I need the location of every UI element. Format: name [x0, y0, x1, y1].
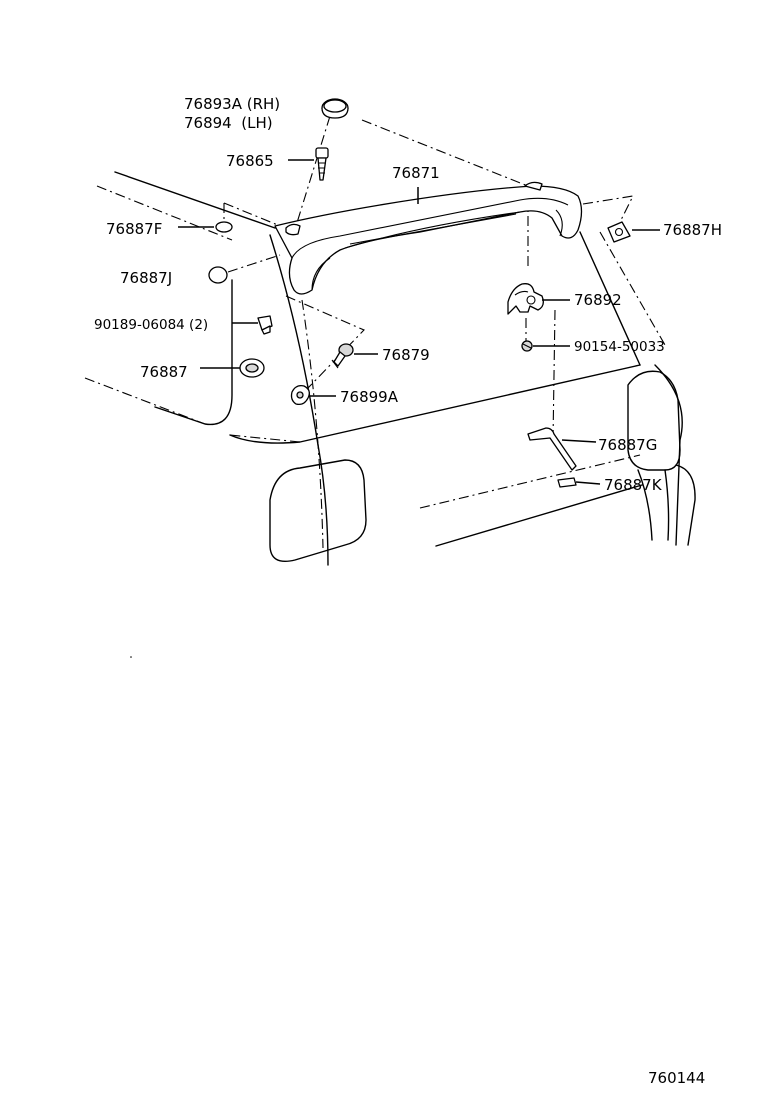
- label-76887j: 76887J: [120, 269, 172, 287]
- speck: [130, 656, 132, 658]
- label-76887h: 76887H: [663, 221, 722, 239]
- part-labels: 76893A (RH) 76894 (LH) 76865 76871 76887…: [94, 95, 722, 494]
- label-76893a: 76893A (RH): [184, 95, 280, 113]
- rear-spoiler-76871: [274, 181, 583, 295]
- clip-76887f: [215, 221, 233, 233]
- nut-76899a: [290, 384, 310, 406]
- diagram-id: 760144: [648, 1069, 705, 1087]
- bracket-76892: [507, 283, 544, 315]
- rod-76887g: [527, 427, 577, 471]
- bolt-90189: [257, 315, 273, 335]
- label-76865: 76865: [226, 152, 274, 170]
- label-76887: 76887: [140, 363, 188, 381]
- label-90189: 90189-06084 (2): [94, 317, 208, 333]
- grommet-76887j: [208, 266, 228, 284]
- label-76879: 76879: [382, 346, 430, 364]
- clip-76887h: [607, 221, 631, 243]
- label-90154: 90154-50033: [574, 339, 665, 355]
- label-76887f: 76887F: [106, 220, 162, 238]
- cap-76893a: [321, 98, 349, 119]
- label-76887g: 76887G: [598, 436, 657, 454]
- screw-90154: [521, 340, 533, 352]
- label-leaders: [178, 159, 660, 485]
- vehicle-body-outline: [84, 171, 696, 566]
- seal-76887: [239, 358, 265, 378]
- label-76871: 76871: [392, 164, 440, 182]
- label-76887k: 76887K: [604, 476, 663, 494]
- label-76894: 76894 (LH): [184, 114, 273, 132]
- assembly-guide-lines: [223, 115, 634, 441]
- pin-76887k: [557, 477, 577, 488]
- label-76892: 76892: [574, 291, 622, 309]
- label-76899a: 76899A: [340, 388, 399, 406]
- screw-76865: [315, 147, 329, 181]
- stud-76879: [331, 343, 354, 369]
